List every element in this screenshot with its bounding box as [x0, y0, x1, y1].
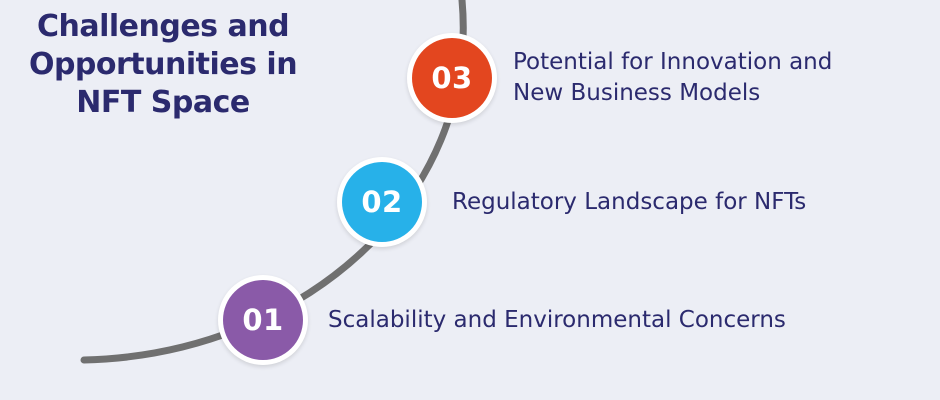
step-02-number: 02	[361, 185, 403, 219]
step-01-disc: 01	[223, 280, 303, 360]
step-03-node: 03	[407, 33, 497, 123]
step-03-text-line-2: New Business Models	[513, 80, 761, 106]
diagram-title: Challenges and Opportunities in NFT Spac…	[18, 8, 308, 122]
title-line-3: NFT Space	[76, 85, 250, 120]
step-03-label: Potential for Innovation and New Busines…	[513, 47, 832, 109]
step-01-node: 01	[218, 275, 308, 365]
step-02-disc: 02	[342, 162, 422, 242]
step-03-disc: 03	[412, 38, 492, 118]
title-line-1: Challenges and	[36, 9, 290, 44]
step-02-label: Regulatory Landscape for NFTs	[452, 187, 806, 218]
step-03-text-line-1: Potential for Innovation and	[513, 49, 833, 75]
title-line-2: Opportunities in	[28, 47, 298, 82]
step-01-text: Scalability and Environmental Concerns	[328, 307, 786, 333]
step-01-number: 01	[242, 303, 284, 337]
step-01-label: Scalability and Environmental Concerns	[328, 305, 786, 336]
step-02-node: 02	[337, 157, 427, 247]
step-02-text: Regulatory Landscape for NFTs	[452, 189, 807, 215]
step-03-number: 03	[431, 61, 473, 95]
